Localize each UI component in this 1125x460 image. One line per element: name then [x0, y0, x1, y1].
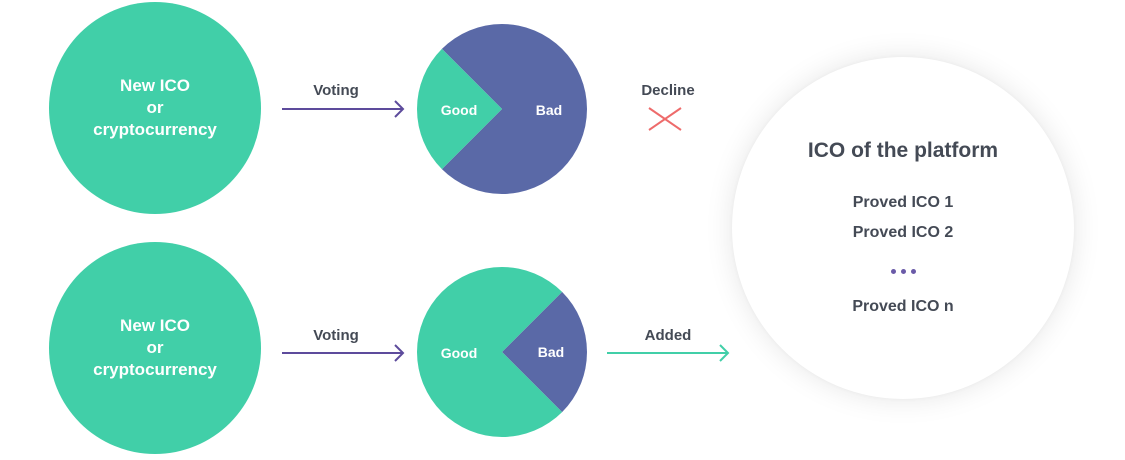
voting-label-top: Voting: [313, 82, 359, 99]
pie-good-label-bottom: Good: [441, 345, 478, 361]
pie-slice-bad: [441, 23, 587, 194]
ellipsis-dot: [910, 269, 916, 274]
added-label: Added: [644, 327, 692, 344]
pie-slice-good: [416, 267, 563, 438]
proved-ico-item: Proved ICO 2: [852, 224, 954, 241]
source-line: cryptocurrency: [93, 120, 217, 139]
decline-label: Decline: [641, 82, 695, 99]
voting-label-bottom: Voting: [313, 327, 359, 344]
pie-slice-bad: [502, 291, 587, 413]
source-line: cryptocurrency: [93, 360, 217, 379]
platform-circle: ICO of the platform Proved ICO 1 Proved …: [732, 57, 1074, 399]
proved-ico-item-last: Proved ICO n: [852, 298, 954, 315]
pie-good-label-top: Good: [441, 102, 478, 118]
new-ico-circle-bottom: New ICO or cryptocurrency: [49, 242, 261, 454]
added-arrow: [607, 344, 730, 362]
decline-cross-icon: [648, 107, 682, 131]
ellipsis-dot: [900, 269, 906, 274]
new-ico-circle-top: New ICO or cryptocurrency: [49, 2, 261, 214]
source-line: or: [146, 338, 164, 357]
ellipsis-dot: [890, 269, 896, 274]
pie-slice-good: [417, 48, 502, 170]
vote-pie-top: [417, 23, 587, 194]
voting-arrow-top: [282, 100, 405, 118]
source-line: New ICO: [120, 76, 190, 95]
pie-bad-label-bottom: Bad: [538, 344, 564, 360]
ellipsis-icon: [732, 261, 1074, 279]
platform-title: ICO of the platform: [807, 139, 999, 162]
vote-pie-bottom: [416, 267, 587, 438]
proved-ico-item: Proved ICO 1: [852, 194, 954, 211]
source-line: New ICO: [120, 316, 190, 335]
pie-bad-label-top: Bad: [536, 102, 562, 118]
voting-arrow-bottom: [282, 344, 405, 362]
source-line: or: [146, 98, 164, 117]
